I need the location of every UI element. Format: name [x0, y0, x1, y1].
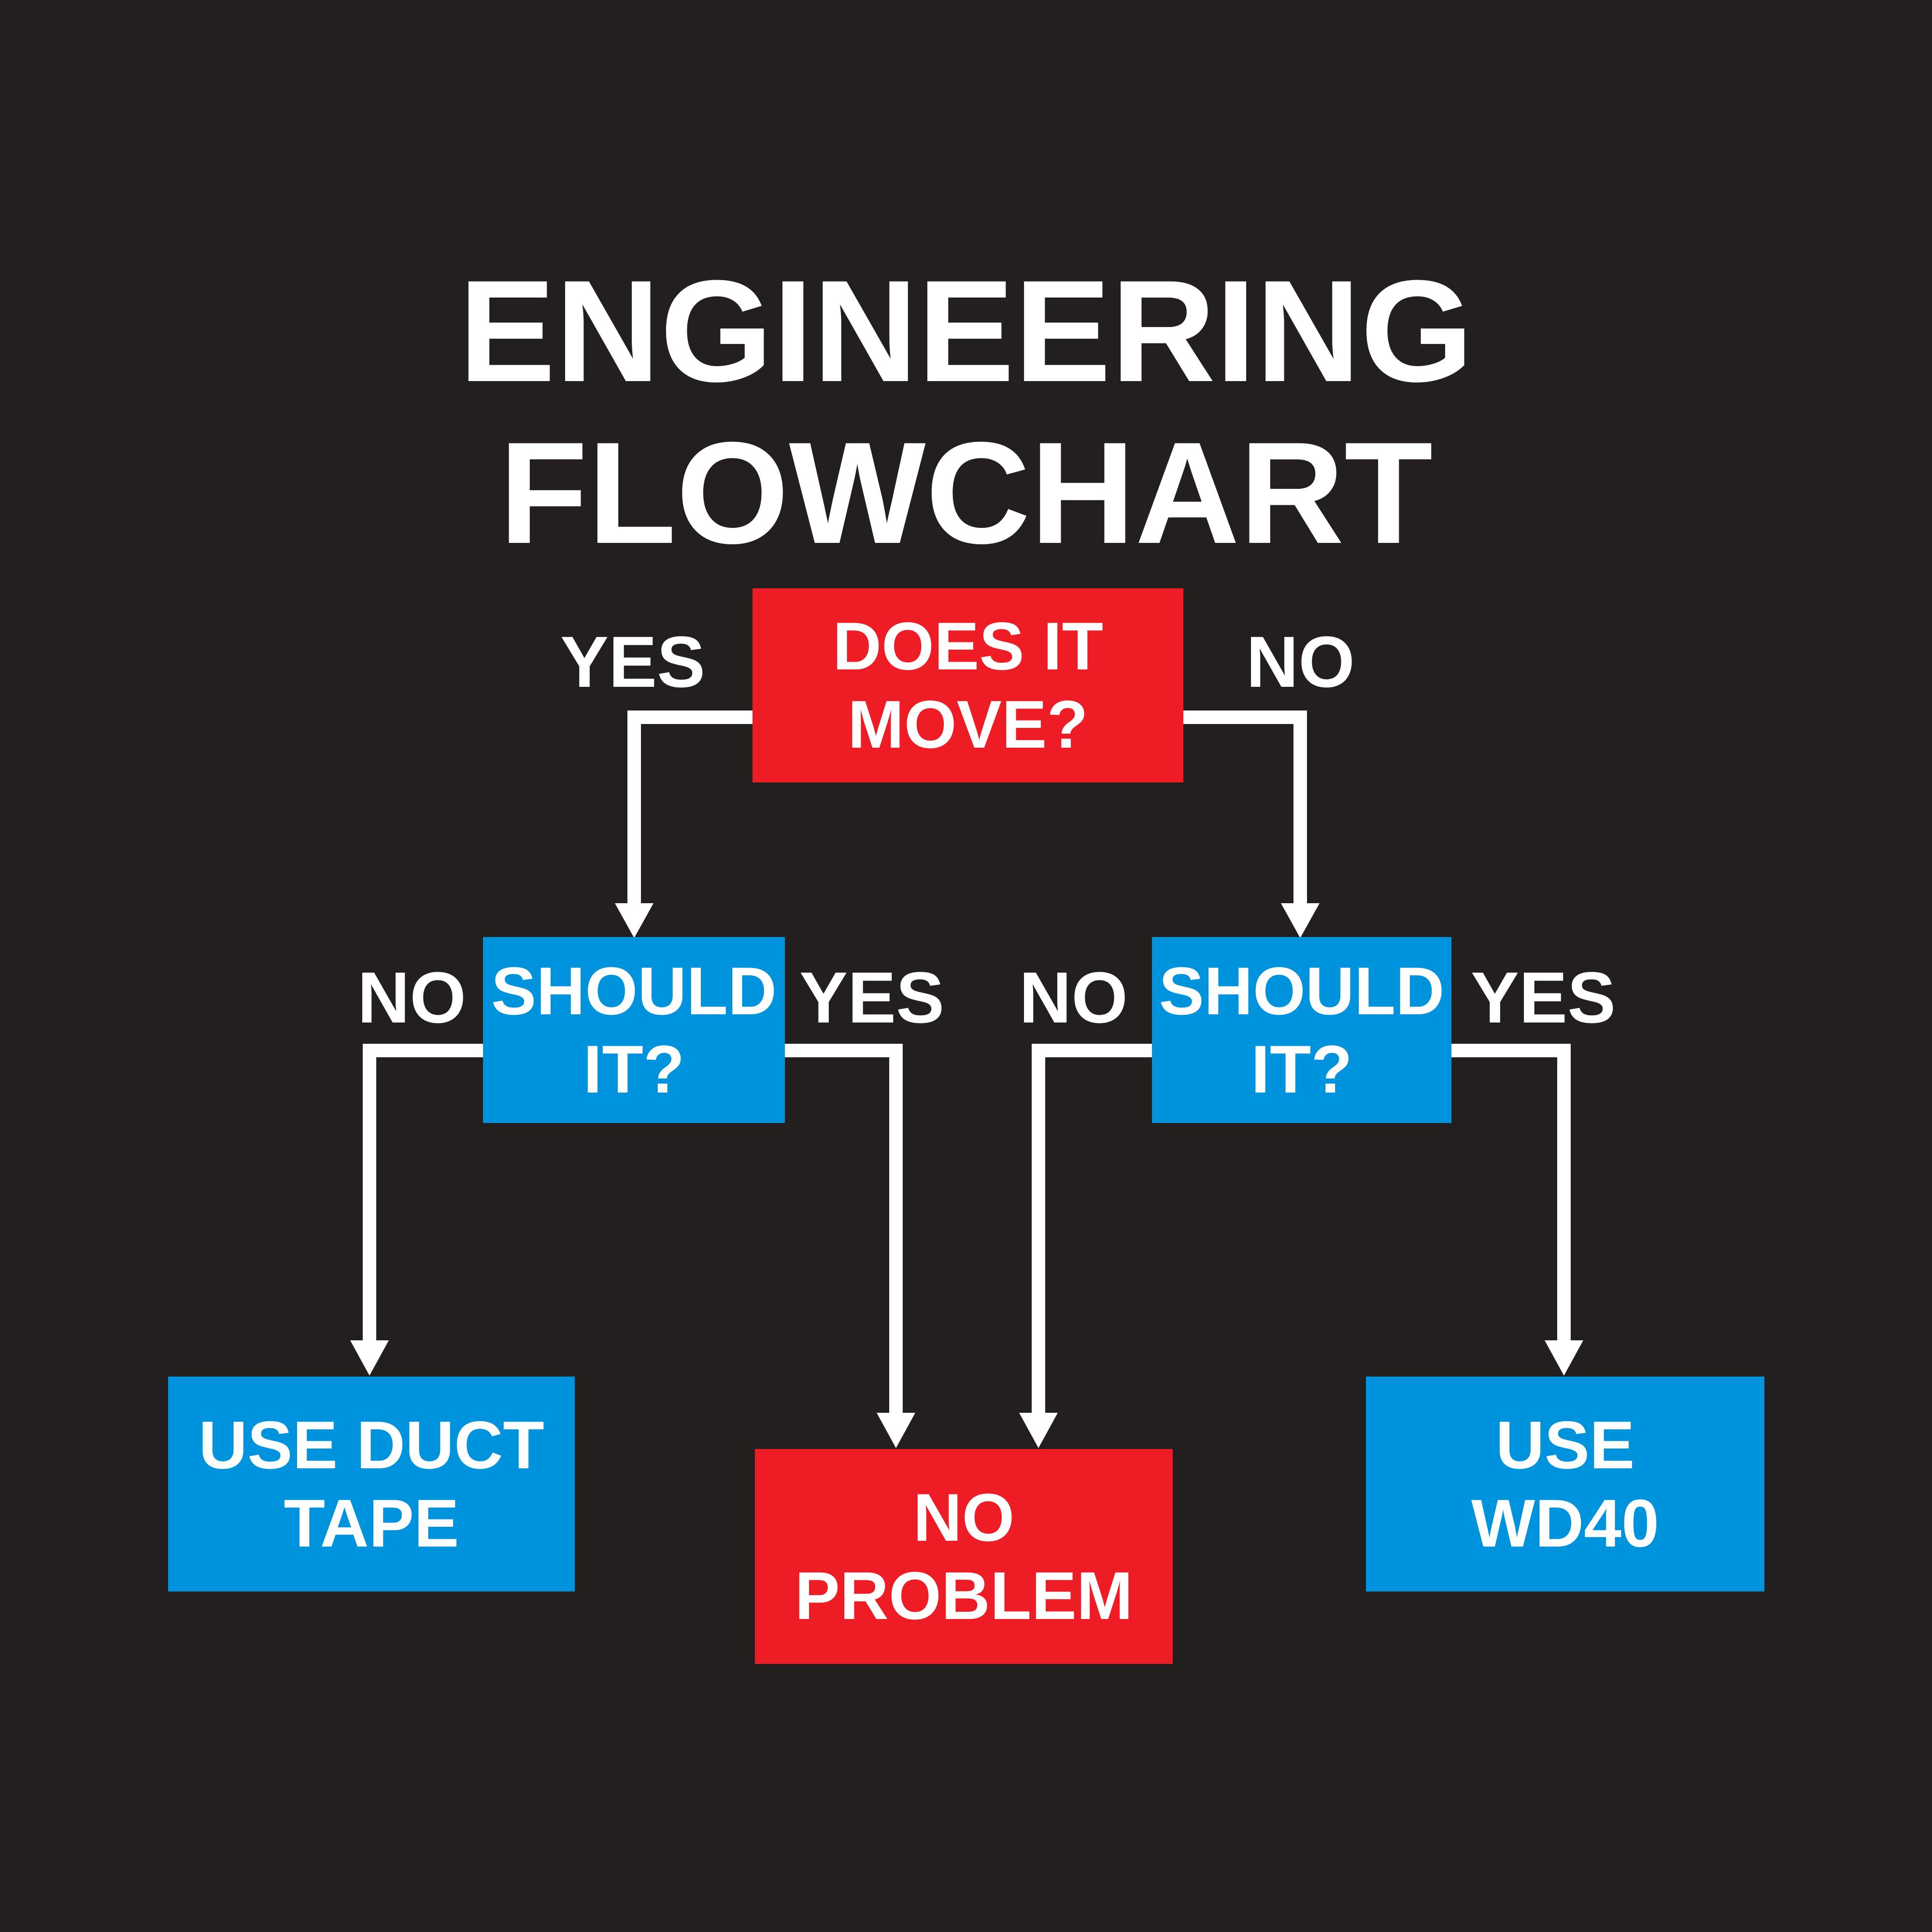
label-right-yes: YES	[1471, 957, 1616, 1038]
label-left-no: NO	[357, 957, 466, 1038]
arrowhead-left-no	[350, 1340, 389, 1376]
node-text: NO	[913, 1479, 1015, 1555]
node-text: IT?	[1251, 1031, 1352, 1107]
arrowhead-root-no	[1281, 903, 1320, 938]
node-left-should-it: SHOULD IT?	[483, 937, 785, 1123]
node-text: IT?	[583, 1031, 685, 1107]
arrow-root-yes	[627, 710, 753, 908]
node-does-it-move: DOES IT MOVE?	[753, 588, 1183, 782]
node-text: USE	[1495, 1406, 1635, 1483]
arrow-left-yes	[785, 1044, 903, 1415]
node-right-should-it: SHOULD IT?	[1152, 937, 1451, 1123]
node-text: SHOULD	[1159, 952, 1445, 1029]
arrow-right-no	[1032, 1044, 1152, 1415]
arrowhead-root-yes	[615, 903, 653, 938]
label-root-yes: YES	[560, 621, 706, 702]
node-use-wd40: USE WD40	[1366, 1377, 1764, 1591]
node-text: TAPE	[284, 1485, 459, 1561]
node-no-problem: NO PROBLEM	[755, 1449, 1173, 1664]
node-use-duct-tape: USE DUCT TAPE	[168, 1377, 575, 1591]
node-text: MOVE?	[848, 686, 1088, 762]
label-left-yes: YES	[799, 957, 945, 1038]
title-line-1: ENGINEERING	[458, 250, 1474, 412]
node-text: PROBLEM	[795, 1557, 1133, 1634]
node-text: USE DUCT	[199, 1406, 544, 1483]
label-right-no: NO	[1019, 957, 1128, 1038]
node-text: WD40	[1471, 1485, 1659, 1561]
arrowhead-right-yes	[1545, 1340, 1583, 1376]
arrowhead-left-yes	[877, 1413, 915, 1448]
node-text: SHOULD	[491, 952, 777, 1029]
arrow-left-no	[363, 1044, 483, 1343]
arrow-root-no	[1183, 710, 1307, 908]
label-root-no: NO	[1246, 621, 1355, 702]
arrowhead-right-no	[1019, 1413, 1058, 1448]
arrow-right-yes	[1451, 1044, 1571, 1343]
node-text: DOES IT	[832, 608, 1104, 684]
title-line-2: FLOWCHART	[499, 412, 1433, 574]
